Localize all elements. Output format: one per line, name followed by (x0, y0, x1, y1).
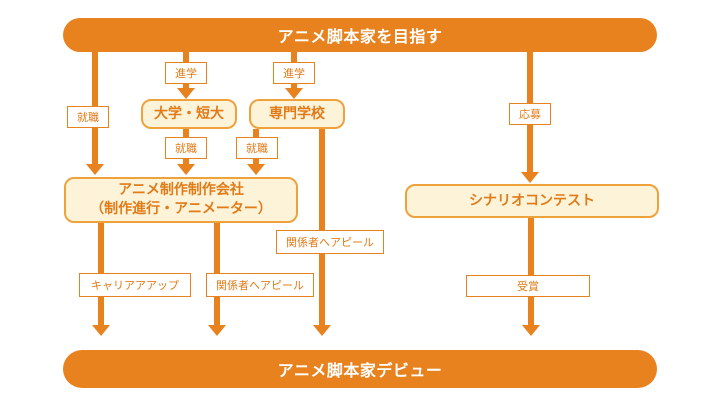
node-vocational-label: 専門学校 (269, 105, 325, 122)
node-studio-label-line2: （制作進行・アニメーター） (90, 201, 272, 217)
edge-label-apply-contest: 応募 (509, 103, 551, 125)
edge-label-advance-vocational: 進学 (273, 62, 315, 84)
edge-goal-to-studio-arrow (86, 164, 104, 175)
edge-label-appeal-studio-text: 関係者へアピール (216, 279, 304, 292)
edge-vocational-to-debut-arrow (313, 325, 331, 336)
edge-label-employment-direct-text: 就職 (77, 111, 99, 124)
node-contest: シナリオコンテスト (405, 184, 659, 218)
edge-label-advance-university: 進学 (165, 62, 207, 84)
edge-label-career-up-text: キャリアアアップ (91, 279, 179, 292)
edge-vocational-to-studio-arrow (247, 164, 265, 175)
edge-label-employment-direct: 就職 (67, 106, 109, 128)
node-contest-label: シナリオコンテスト (469, 192, 595, 209)
node-debut: アニメ脚本家デビュー (63, 350, 657, 388)
edge-label-employment-vocational: 就職 (236, 137, 278, 159)
node-studio-label-line1: アニメ制作制作会社 (118, 182, 244, 199)
edge-contest-to-debut (528, 218, 534, 327)
edge-label-award-text: 受賞 (517, 280, 539, 293)
node-university-label: 大学・短大 (154, 105, 224, 122)
edge-label-appeal-vocational-text: 関係者へアピール (286, 236, 374, 249)
edge-studio-to-debut-career-arrow (92, 325, 110, 336)
node-goal-label: アニメ脚本家を目指す (277, 27, 443, 46)
edge-studio-to-debut-appeal-arrow (208, 325, 226, 336)
edge-label-award: 受賞 (466, 275, 590, 297)
node-university: 大学・短大 (141, 99, 237, 129)
edge-label-employment-university-text: 就職 (175, 142, 197, 155)
edge-label-apply-contest-text: 応募 (519, 108, 541, 121)
node-studio: アニメ制作制作会社 （制作進行・アニメーター） (64, 177, 298, 223)
edge-university-to-studio-arrow (177, 164, 195, 175)
edge-label-employment-vocational-text: 就職 (246, 142, 268, 155)
edge-label-career-up: キャリアアアップ (79, 273, 191, 297)
node-goal: アニメ脚本家を目指す (63, 18, 657, 52)
edge-contest-to-debut-arrow (522, 325, 540, 336)
edge-label-employment-university: 就職 (165, 137, 207, 159)
node-vocational: 専門学校 (249, 99, 345, 129)
edge-label-appeal-vocational: 関係者へアピール (276, 230, 384, 254)
edge-goal-to-university-arrow (177, 88, 195, 99)
edge-label-appeal-studio: 関係者へアピール (206, 273, 314, 297)
edge-label-advance-university-text: 進学 (175, 67, 197, 80)
edge-goal-to-contest-arrow (521, 172, 539, 183)
edge-label-advance-vocational-text: 進学 (283, 67, 305, 80)
edge-goal-to-vocational-arrow (285, 88, 303, 99)
edge-vocational-to-debut (319, 129, 325, 327)
node-debut-label: アニメ脚本家デビュー (277, 361, 443, 380)
